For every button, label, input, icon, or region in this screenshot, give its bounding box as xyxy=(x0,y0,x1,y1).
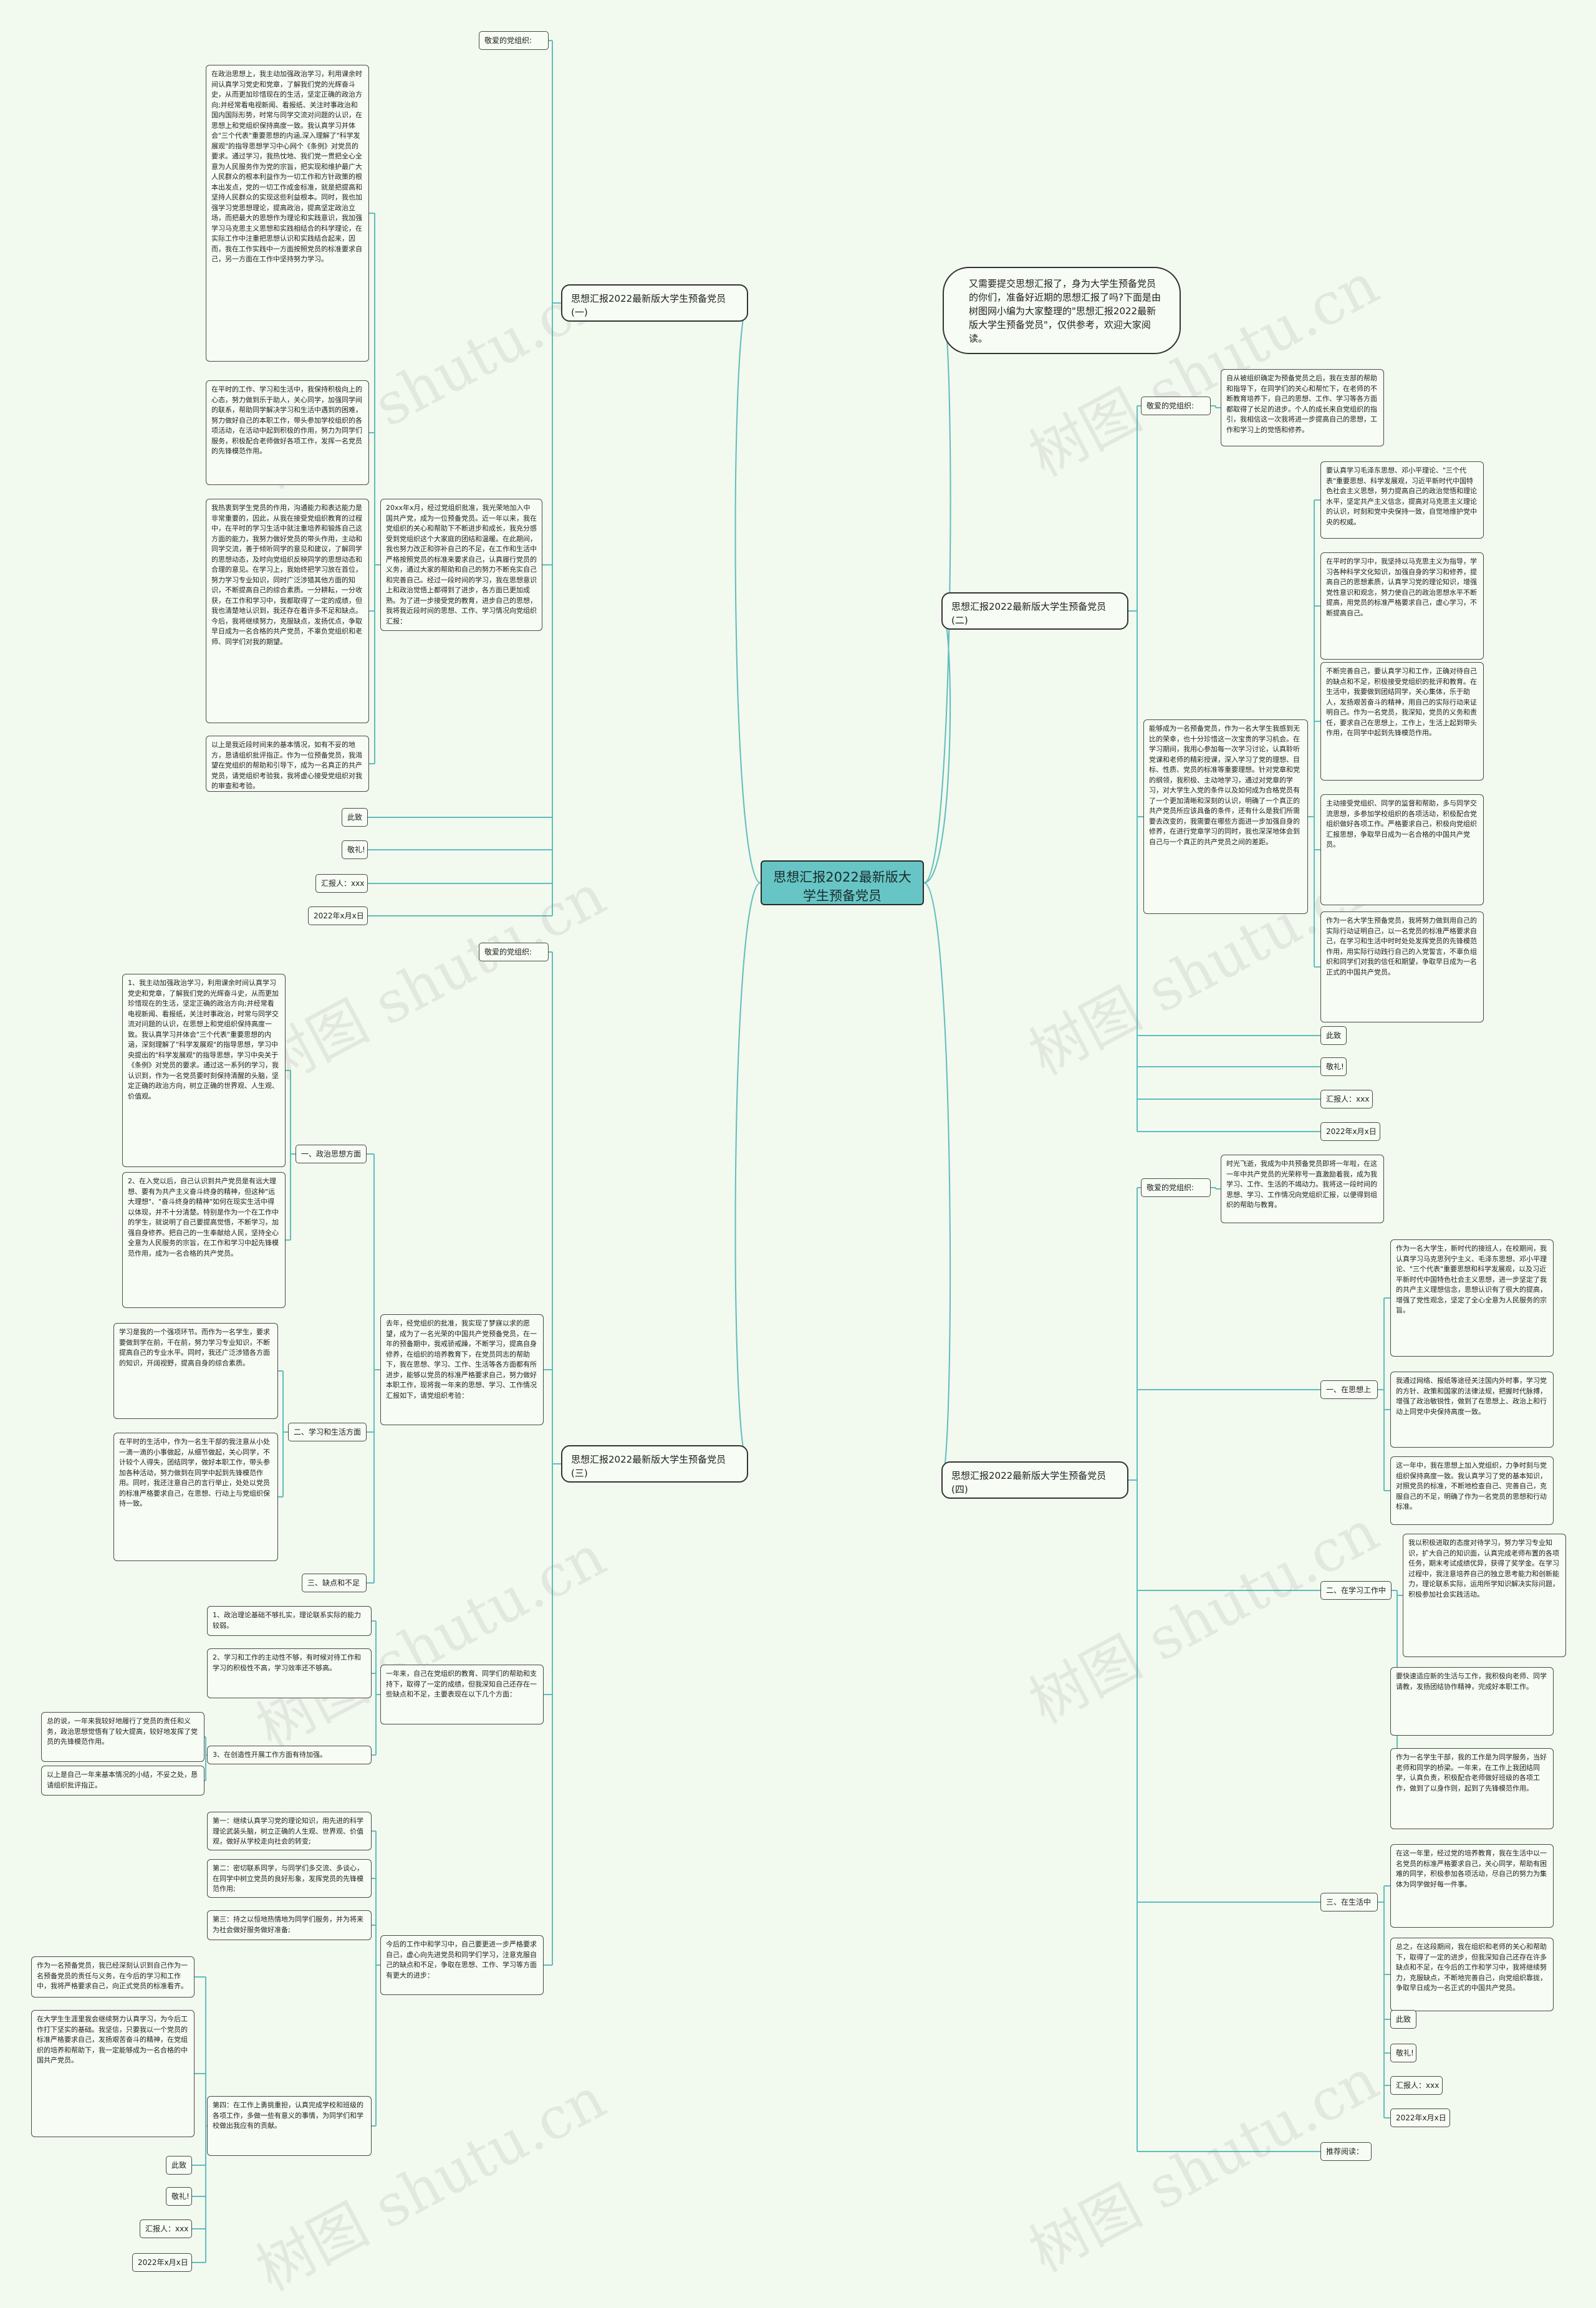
branch-report-3[interactable]: 思想汇报2022最新版大学生预备党员(三) xyxy=(561,1445,748,1483)
b3-date[interactable]: 2022年x月x日 xyxy=(132,2253,192,2272)
b4-thought-3[interactable]: 这一年中，我在思想上加入党组织，力争时刻与党组织保持高度一致。我认真学习了党的基… xyxy=(1390,1456,1554,1525)
b2-paragraph-2[interactable]: 要认真学习毛泽东思想、邓小平理论、"三个代表"重要思想、科学发展观，习近平新时代… xyxy=(1320,461,1484,539)
b1-greeting[interactable]: 敬爱的党组织: xyxy=(479,31,549,50)
b3-paragraph-5[interactable]: 作为一名预备党员，我已经深刻认识到自己作为一名预备党员的责任与义务，在今后的学习… xyxy=(31,1956,195,1998)
b4-thought-2[interactable]: 我通过网络、报纸等途径关注国内外时事，学习党的方针、政策和国家的法律法规，把握时… xyxy=(1390,1372,1554,1448)
b3-conclusion-2[interactable]: 以上是自己一年来基本情况的小结，不妥之处，恳请组织批评指正。 xyxy=(41,1766,204,1796)
b3-plan-note[interactable]: 今后的工作中和学习中，自己要更进一步严格要求自己，虚心向先进党员和同学们学习，注… xyxy=(380,1935,544,1995)
b3-paragraph-6[interactable]: 在大学生生涯里我会继续努力认真学习，为今后工作打下坚实的基础。我坚信，只要我以一… xyxy=(31,2010,195,2137)
b1-paragraph-4[interactable]: 以上是我近段时间来的基本情况，如有不妥的地方，恳请组织批评指正。作为一位预备党员… xyxy=(206,736,369,792)
connector-line xyxy=(923,882,951,1481)
b3-plan-1[interactable]: 第一：继续认真学习党的理论知识，用先进的科学理论武装头脑，树立正确的人生观、世界… xyxy=(207,1812,372,1850)
b2-greeting[interactable]: 敬爱的党组织: xyxy=(1141,397,1211,415)
b4-greeting[interactable]: 敬爱的党组织: xyxy=(1141,1178,1211,1197)
b1-date[interactable]: 2022年x月x日 xyxy=(308,906,368,925)
b4-section-life[interactable]: 三、在生活中 xyxy=(1320,1893,1378,1911)
b2-date[interactable]: 2022年x月x日 xyxy=(1320,1122,1380,1141)
b4-signer[interactable]: 汇报人：xxx xyxy=(1390,2076,1443,2095)
b3-shortcoming-1[interactable]: 1、政治理论基础不够扎实，理论联系实际的能力较弱。 xyxy=(207,1606,372,1636)
connector-line xyxy=(734,302,761,883)
b3-plan-4[interactable]: 第四：在工作上勇挑重担，认真完成学校和班级的各项工作，多做一些有意义的事情，为同… xyxy=(207,2096,372,2156)
b2-intro[interactable]: 能够成为一名预备党员，作为一名大学生我感到无比的荣幸，也十分珍惜这一次宝贵的学习… xyxy=(1143,719,1308,914)
b3-greeting[interactable]: 敬爱的党组织: xyxy=(479,943,549,961)
b4-study-3[interactable]: 作为一名学生干部，我的工作是为同学服务，当好老师和同学的桥梁。一年来，在工作上我… xyxy=(1390,1748,1554,1829)
b4-life-1[interactable]: 在这一年里，经过党的培养教育，我在生活中以一名党员的标准严格要求自己，关心同学，… xyxy=(1390,1844,1554,1928)
b3-conclusion-1[interactable]: 总的说，一年来我较好地履行了党员的责任和义务，政治思想觉悟有了较大提高，较好地发… xyxy=(41,1712,204,1762)
intro-bubble[interactable]: 又需要提交思想汇报了，身为大学生预备党员的你们，准备好近期的思想汇报了吗?下面是… xyxy=(943,267,1181,354)
b2-signer[interactable]: 汇报人：xxx xyxy=(1320,1090,1373,1108)
b3-section-politics[interactable]: 一、政治思想方面 xyxy=(296,1145,367,1163)
b1-paragraph-2[interactable]: 在平时的工作、学习和生活中，我保持积极向上的心态，努力做到乐于助人，关心同学，加… xyxy=(206,380,369,485)
b2-closing-2[interactable]: 敬礼! xyxy=(1320,1057,1347,1076)
b4-recommend[interactable]: 推荐阅读： xyxy=(1320,2142,1372,2161)
b4-closing-2[interactable]: 敬礼! xyxy=(1390,2044,1416,2062)
b4-life-2[interactable]: 总之，在这段期间，我在组织和老师的关心和帮助下，取得了一定的进步，但我深知自己还… xyxy=(1390,1938,1554,2011)
b3-section-shortcomings[interactable]: 三、缺点和不足 xyxy=(302,1574,367,1592)
b3-closing-1[interactable]: 此致 xyxy=(166,2156,192,2175)
b3-signer[interactable]: 汇报人：xxx xyxy=(140,2219,192,2238)
b2-paragraph-1[interactable]: 自从被组织确定为预备党员之后，我在支部的帮助和指导下，在同学们的关心和帮忙下，在… xyxy=(1221,369,1384,446)
b3-shortcoming-note[interactable]: 一年来，自己在党组织的教育、同学们的帮助和支持下，取得了一定的成绩，但我深知自己… xyxy=(380,1665,544,1724)
b4-study-2[interactable]: 要快速适应新的生活与工作，我积极向老师、同学请教，发扬团结协作精神，完成好本职工… xyxy=(1390,1667,1554,1736)
b3-summary[interactable]: 去年，经党组织的批准，我实现了梦寐以求的愿望，成为了一名光荣的中国共产党预备党员… xyxy=(380,1314,544,1425)
b3-study-1[interactable]: 学习是我的一个强项环节。而作为一名学生，要求要做到学在前，干在前，努力学习专业知… xyxy=(113,1323,278,1419)
b4-section-study-work[interactable]: 二、在学习工作中 xyxy=(1320,1581,1392,1600)
b4-study-1[interactable]: 我以积极进取的态度对待学习，努力学习专业知识，扩大自己的知识面，认真完成老师布置… xyxy=(1403,1534,1566,1657)
branch-report-1[interactable]: 思想汇报2022最新版大学生预备党员(一) xyxy=(561,284,748,322)
b3-shortcoming-3[interactable]: 3、在创造性开展工作方面有待加强。 xyxy=(207,1746,372,1764)
b1-paragraph-3[interactable]: 我热衷到学生党员的作用，沟通能力和表达能力是非常重要的，因此，从我在接受党组织教… xyxy=(206,499,369,723)
branch-report-4[interactable]: 思想汇报2022最新版大学生预备党员(四) xyxy=(941,1461,1128,1499)
b3-closing-2[interactable]: 敬礼! xyxy=(166,2187,192,2206)
b1-closing-1[interactable]: 此致 xyxy=(342,808,368,827)
b2-closing-1[interactable]: 此致 xyxy=(1320,1026,1347,1045)
b3-politics-2[interactable]: 2、在入党以后，自己认识到共产党员是有远大理想、要有为共产主义奋斗终身的精神，但… xyxy=(122,1172,286,1308)
b4-closing-1[interactable]: 此致 xyxy=(1390,2010,1416,2029)
b1-summary[interactable]: 20xx年x月，经过党组织批准，我光荣地加入中国共产党，成为一位预备党员。近一年… xyxy=(380,499,542,631)
branch-report-2[interactable]: 思想汇报2022最新版大学生预备党员(二) xyxy=(941,592,1128,630)
b4-section-thought[interactable]: 一、在思想上 xyxy=(1320,1380,1378,1399)
b1-signer[interactable]: 汇报人：xxx xyxy=(315,874,368,893)
b4-intro[interactable]: 时光飞逝，我成为中共预备党员即将一年啦，在这一年中共产党员的光荣称号一直激励着我… xyxy=(1221,1155,1384,1223)
b2-paragraph-4[interactable]: 不断完善自己，要认真学习和工作，正确对待自己的缺点和不足，积极接受党组织的批评和… xyxy=(1320,662,1484,781)
root-topic[interactable]: 思想汇报2022最新版大学生预备党员 xyxy=(761,860,924,905)
b3-politics-1[interactable]: 1、我主动加强政治学习，利用课余时间认真学习党史和党章，了解我们党的光辉奋斗史，… xyxy=(122,974,286,1167)
b3-shortcoming-2[interactable]: 2、学习和工作的主动性不够，有时候对待工作和学习的积极性不高，学习效率还不够高。 xyxy=(207,1648,372,1698)
b2-paragraph-6[interactable]: 作为一名大学生预备党员，我将努力做到用自己的实际行动证明自己，以一名党员的标准严… xyxy=(1320,911,1484,1022)
b3-plan-2[interactable]: 第二：密切联系同学，与同学们多交流、多谈心，在同学中树立党员的良好形象，发挥党员… xyxy=(207,1859,372,1898)
b4-date[interactable]: 2022年x月x日 xyxy=(1390,2108,1450,2127)
connector-line xyxy=(734,882,761,1464)
b3-study-2[interactable]: 在平时的生活中，作为一名生干部的我注意从小处一滴一滴的小事做起，从细节做起，关心… xyxy=(113,1433,278,1561)
b4-thought-1[interactable]: 作为一名大学生，新时代的接班人，在校期间，我认真学习马克思列宁主义、毛泽东思想、… xyxy=(1390,1239,1554,1357)
b3-section-study-life[interactable]: 二、学习和生活方面 xyxy=(288,1423,367,1441)
b2-paragraph-3[interactable]: 在平时的学习中，我坚持以马克思主义为指导，学习各种科学文化知识，加强自身的学习和… xyxy=(1320,552,1484,660)
b2-paragraph-5[interactable]: 主动接受党组织、同学的监督和帮助，多与同学交流思想，多参加学校组织的各项活动，积… xyxy=(1320,794,1484,905)
b1-closing-2[interactable]: 敬礼! xyxy=(342,840,368,859)
b3-plan-3[interactable]: 第三：持之以恒地热情地为同学们服务，并为将来为社会做好服务做好准备; xyxy=(207,1910,372,1940)
b1-paragraph-1[interactable]: 在政治思想上，我主动加强政治学习，利用课余时间认真学习党史和党章，了解我们党的光… xyxy=(206,65,369,362)
